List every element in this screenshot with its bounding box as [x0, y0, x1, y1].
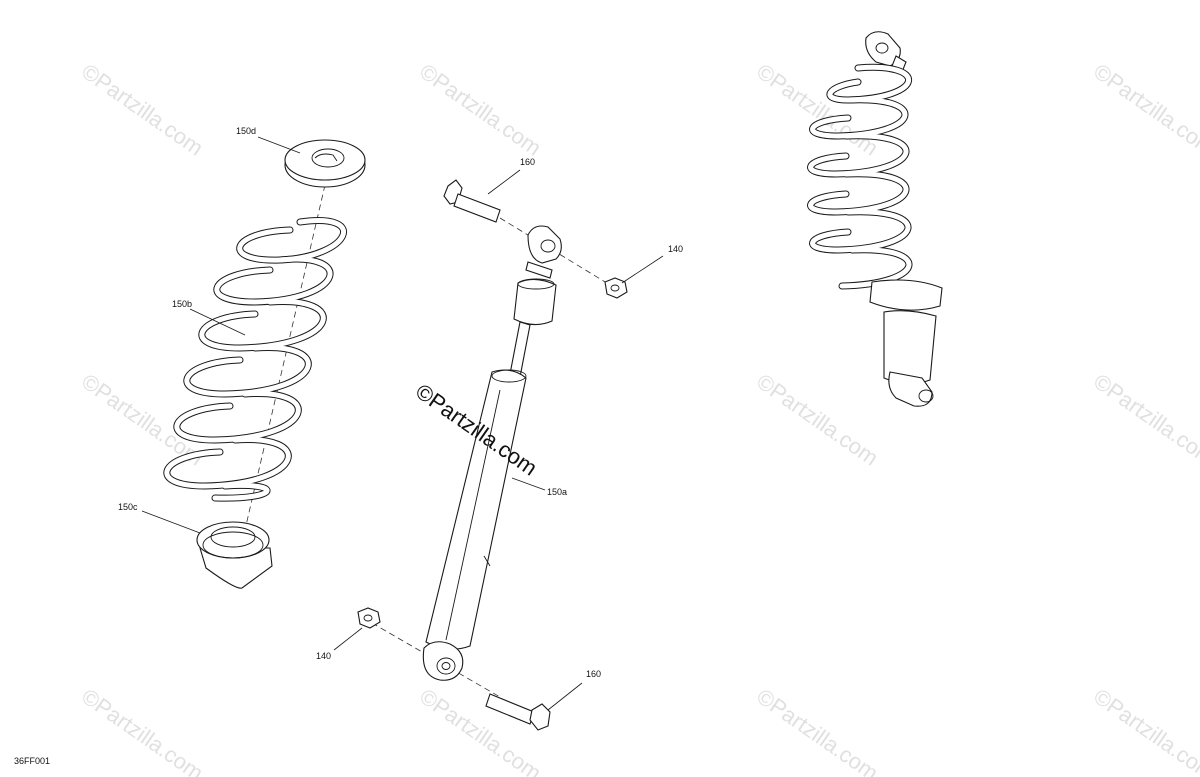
watermark: ©Partzilla.com — [752, 59, 883, 161]
watermark: ©Partzilla.com — [1089, 369, 1200, 471]
watermark: ©Partzilla.com — [1089, 59, 1200, 161]
upper-bolt — [443, 179, 501, 223]
shock-absorber-exploded — [333, 169, 664, 731]
watermark: ©Partzilla.com — [752, 684, 883, 777]
leader-line — [511, 477, 546, 491]
callout-150b: 150b — [172, 299, 192, 309]
callout-160-bottom: 160 — [586, 669, 601, 679]
diagram-reference: 36FF001 — [14, 756, 50, 766]
assembly-axis-line — [237, 184, 326, 561]
leader-line — [621, 255, 664, 284]
leader-line — [333, 627, 363, 651]
watermark: ©Partzilla.com — [77, 684, 208, 777]
coil-spring — [163, 217, 347, 502]
lower-nut — [357, 607, 381, 629]
callout-150c: 150c — [118, 502, 138, 512]
spring-assembly-exploded — [141, 136, 366, 589]
leader-line — [547, 682, 583, 711]
lower-bolt — [485, 693, 551, 731]
watermark: ©Partzilla.com — [415, 684, 546, 777]
callout-labels: 150d 150b 150c 160 140 150a 140 160 — [118, 126, 683, 679]
leader-line — [257, 136, 301, 154]
assembled-shock — [807, 31, 943, 407]
callout-150d: 150d — [236, 126, 256, 136]
watermark: ©Partzilla.com — [1089, 684, 1200, 777]
watermark: ©Partzilla.com — [77, 59, 208, 161]
leader-line — [487, 169, 521, 195]
watermark-layer: ©Partzilla.com ©Partzilla.com ©Partzilla… — [77, 59, 1200, 777]
callout-160-top: 160 — [520, 157, 535, 167]
shock-body — [422, 225, 562, 681]
upper-nut — [604, 277, 628, 299]
callout-150a: 150a — [547, 487, 567, 497]
upper-mount-axis — [499, 217, 616, 289]
callout-140-left: 140 — [316, 651, 331, 661]
watermark: ©Partzilla.com — [415, 59, 546, 161]
leader-line — [141, 510, 201, 534]
leader-line — [189, 308, 246, 336]
watermark: ©Partzilla.com — [752, 369, 883, 471]
callout-140-right: 140 — [668, 244, 683, 254]
lower-spring-seat — [196, 521, 273, 589]
upper-spring-seat — [284, 139, 366, 188]
